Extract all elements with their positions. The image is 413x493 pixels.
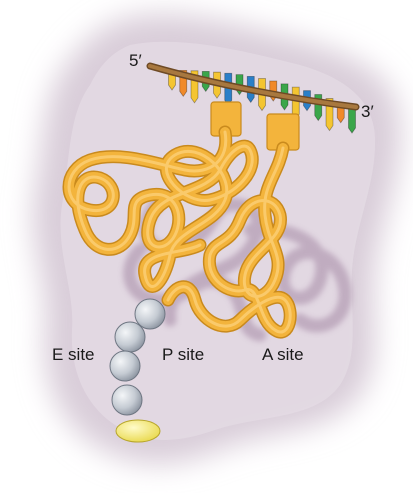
p-site-label: P site	[162, 345, 204, 364]
terminal-amino-acid	[116, 420, 160, 442]
three-prime-label: 3′	[361, 102, 374, 121]
amino-acid-bead	[115, 322, 145, 352]
amino-acid-bead	[135, 299, 165, 329]
codon-base	[349, 107, 356, 133]
a-site-label: A site	[262, 345, 304, 364]
e-site-label: E site	[52, 345, 95, 364]
five-prime-label: 5′	[129, 51, 142, 70]
amino-acid-bead	[112, 385, 142, 415]
amino-acid-bead	[110, 351, 140, 381]
